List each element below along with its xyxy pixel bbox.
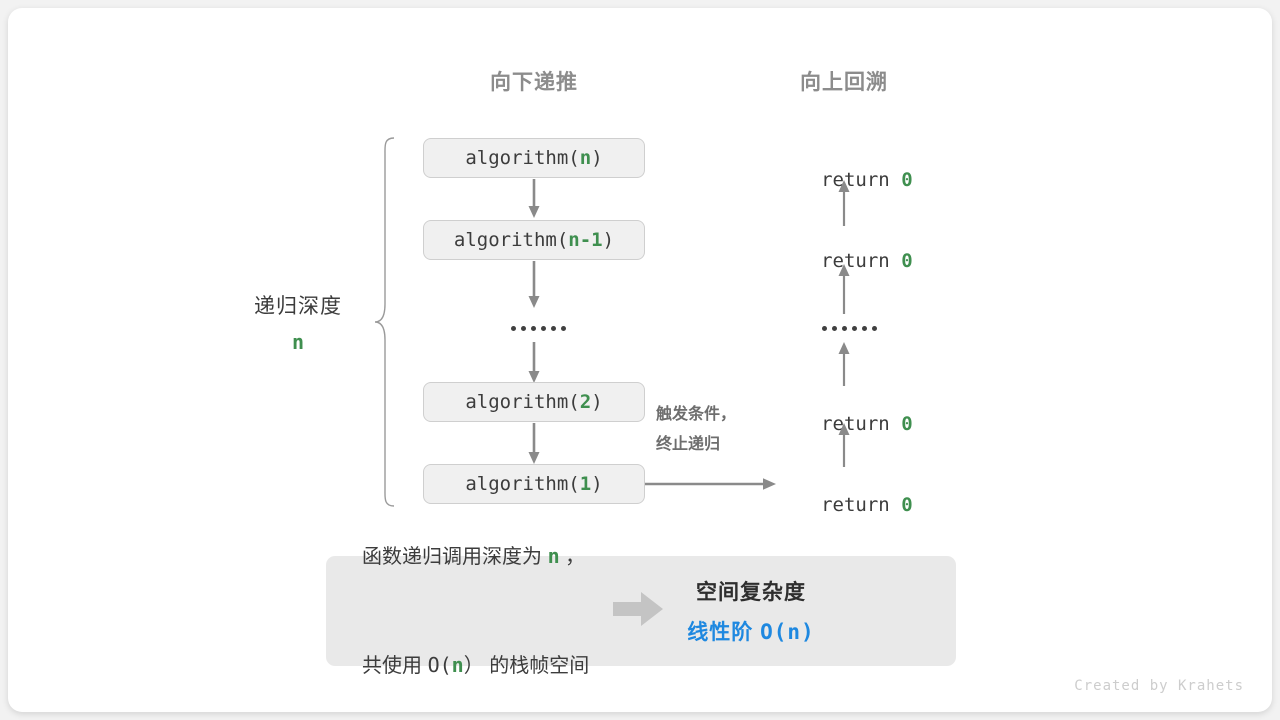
down-arrow-1 — [527, 179, 541, 219]
return-keyword: return — [821, 413, 902, 435]
depth-value: n — [291, 330, 305, 354]
return-value: 0 — [901, 494, 913, 516]
ellipsis-left — [511, 326, 566, 331]
trigger-note-line1: 触发条件， — [656, 406, 737, 423]
implies-arrow-icon — [611, 589, 665, 634]
summary-line-2: 共使用 O(n） 的栈帧空间 — [362, 647, 589, 684]
down-arrow-3 — [527, 342, 541, 384]
summary-line2-close: ） — [463, 655, 484, 677]
summary-line-1: 函数递归调用深度为 n ， — [362, 538, 589, 575]
recursion-depth-label: 递归深度 n — [198, 290, 398, 354]
up-arrow-2 — [837, 264, 851, 314]
complexity-value: 线性阶 O(n) — [687, 616, 814, 646]
return-label-3: return 0 — [754, 391, 934, 457]
call-box-suffix: ) — [591, 391, 603, 413]
call-box-n-minus-1[interactable]: algorithm(n-1) — [423, 220, 645, 260]
up-arrow-1 — [837, 180, 851, 226]
call-box-2[interactable]: algorithm(2) — [423, 382, 645, 422]
call-box-prefix: algorithm( — [465, 473, 580, 495]
call-box-prefix: algorithm( — [465, 147, 580, 169]
return-label-2: return 0 — [754, 228, 934, 294]
down-arrow-2 — [527, 261, 541, 309]
complexity-value-cn: 线性阶 — [687, 621, 761, 644]
complexity-value-notation: O(n) — [760, 620, 815, 644]
call-box-1[interactable]: algorithm(1) — [423, 464, 645, 504]
call-box-n[interactable]: algorithm(n) — [423, 138, 645, 178]
return-label-1: return 0 — [754, 147, 934, 213]
trigger-note-line2: 终止递归 — [656, 436, 721, 453]
complexity-title: 空间复杂度 — [695, 581, 806, 604]
call-box-prefix: algorithm( — [453, 229, 569, 251]
up-arrow-3 — [837, 342, 851, 386]
call-box-suffix: ) — [591, 147, 603, 169]
ellipsis-right — [822, 326, 877, 331]
down-arrow-4 — [527, 423, 541, 465]
complexity-result: 空间复杂度 线性阶 O(n) — [687, 576, 814, 646]
summary-line1-text-a: 函数递归调用深度为 — [362, 546, 548, 568]
depth-brace — [372, 136, 398, 508]
column-header-upward: 向上回溯 — [800, 71, 888, 94]
summary-line2-text-a: 共使用 — [362, 655, 428, 677]
call-box-prefix: algorithm( — [465, 391, 580, 413]
summary-panel: 函数递归调用深度为 n ， 共使用 O(n） 的栈帧空间 空间复杂度 线性阶 O… — [326, 544, 956, 677]
call-box-arg: 1 — [579, 473, 592, 495]
call-box-arg: 2 — [579, 391, 592, 413]
credit-text: Created by Krahets — [1074, 678, 1244, 694]
summary-line2-text-b: 的栈帧空间 — [483, 655, 590, 677]
diagram-card: 向下递推 向上回溯 递归深度 n algorithm(n) algorithm(… — [8, 8, 1272, 712]
summary-description: 函数递归调用深度为 n ， 共使用 O(n） 的栈帧空间 — [362, 466, 589, 712]
terminate-arrow — [645, 476, 777, 492]
summary-line2-n: n — [451, 653, 464, 677]
return-value: 0 — [901, 169, 913, 191]
summary-line1-n: n — [547, 544, 560, 568]
depth-label-text: 递归深度 — [254, 295, 342, 318]
summary-line1-text-b: ， — [559, 546, 586, 568]
return-label-4: return 0 — [754, 472, 934, 538]
trigger-condition-note: 触发条件， 终止递归 — [656, 400, 736, 460]
return-value: 0 — [901, 413, 913, 435]
return-keyword: return — [821, 494, 902, 516]
call-box-suffix: ) — [591, 473, 603, 495]
up-arrow-4 — [837, 423, 851, 467]
return-keyword: return — [821, 169, 902, 191]
call-box-suffix: ) — [602, 229, 615, 251]
summary-line2-o: O( — [427, 653, 452, 677]
call-box-arg: n — [579, 147, 592, 169]
return-value: 0 — [901, 250, 913, 272]
call-box-arg: n-1 — [568, 229, 603, 251]
return-keyword: return — [821, 250, 902, 272]
column-header-downward: 向下递推 — [490, 71, 578, 94]
